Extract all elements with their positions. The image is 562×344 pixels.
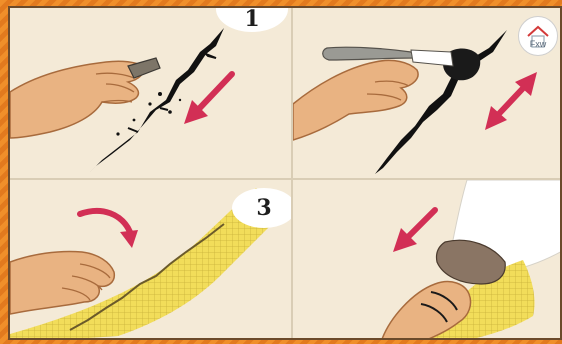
putty-blade [411,50,453,66]
step-1-scene [10,8,291,178]
hand-shape [10,61,143,138]
scraper-tool [128,58,160,78]
house-logo-icon: Fxw [518,16,558,56]
vertical-divider [291,8,293,340]
horizontal-divider [10,178,562,180]
step-3-panel: 3 [10,180,291,340]
house-logo-glyph [519,17,557,55]
logo-text: Fxw [519,39,557,49]
arrow-icon [405,210,435,240]
curved-arrow-head [120,230,138,248]
step-number-badge: 3 [232,188,291,228]
arrow-icon [196,74,232,112]
putty-knife [323,47,415,60]
step-2-panel: Fxw [293,8,562,178]
double-arrow-icon [495,84,527,118]
step-4-scene [293,180,562,340]
panel-grid: 1 Fxw [8,6,562,340]
curved-arrow-icon [80,211,130,232]
step-4-panel [293,180,562,340]
hand-shape [293,60,418,140]
step-1-panel: 1 [10,8,291,178]
